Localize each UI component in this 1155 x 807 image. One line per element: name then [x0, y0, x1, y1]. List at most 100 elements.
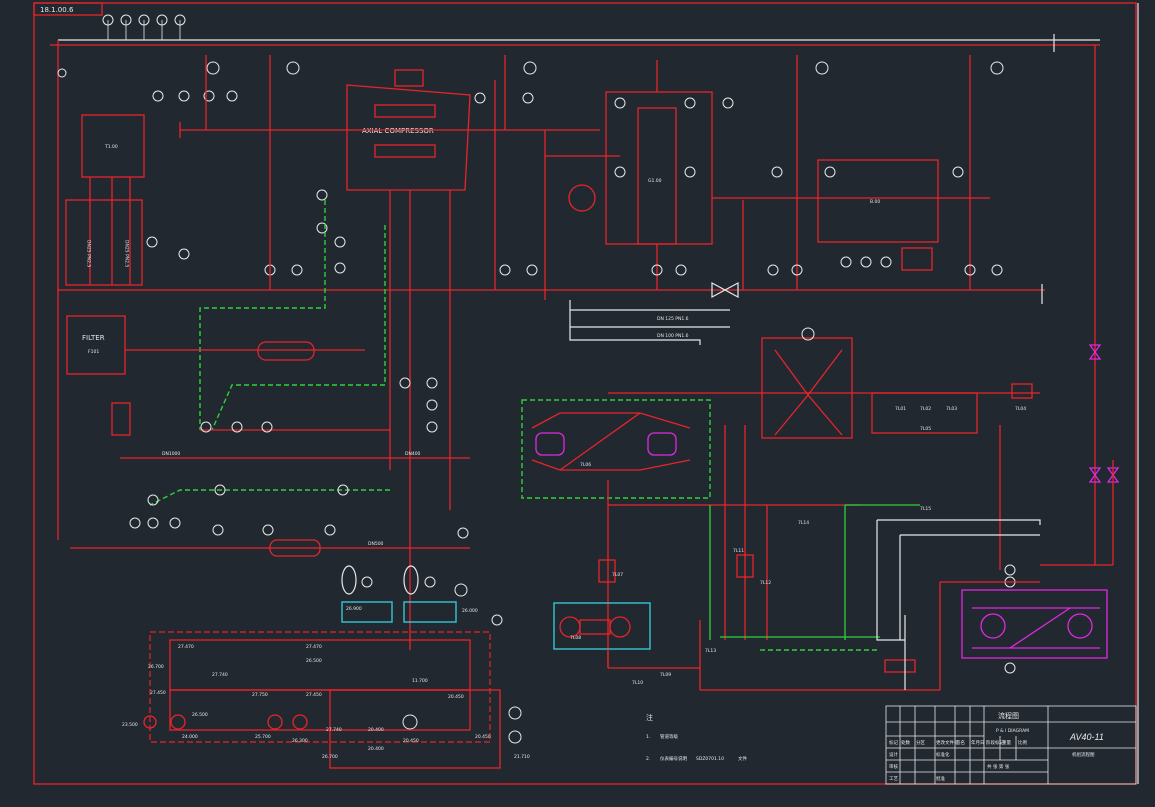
- svg-text:7L11: 7L11: [733, 548, 744, 554]
- gearbox-instruments: [614, 97, 734, 178]
- control-valve-block: [761, 337, 853, 439]
- svg-text:标记: 标记: [889, 739, 898, 746]
- sheet-border: [33, 2, 1137, 785]
- svg-text:文件: 文件: [738, 755, 747, 762]
- svg-text:7L14: 7L14: [798, 520, 809, 526]
- svg-text:7L06: 7L06: [580, 462, 591, 468]
- drawing-name: 流程图: [998, 711, 1019, 720]
- generator-instruments: [499, 61, 1004, 276]
- svg-text:23.500: 23.500: [122, 722, 138, 728]
- gearbox-tag: G1.00: [648, 178, 662, 184]
- svg-text:20.450: 20.450: [475, 734, 491, 740]
- heater-skid: [521, 399, 711, 499]
- svg-text:27.750: 27.750: [252, 692, 268, 698]
- svg-text:25.700: 25.700: [255, 734, 271, 740]
- generator-tag: B.00: [870, 199, 880, 205]
- svg-text:工艺: 工艺: [889, 776, 898, 782]
- oil-line-2: [211, 225, 386, 431]
- svg-text:27.450: 27.450: [150, 690, 166, 696]
- dn400-label: DN400: [405, 451, 421, 457]
- svg-text:7L01: 7L01: [895, 406, 906, 412]
- svg-text:27.470: 27.470: [178, 644, 194, 650]
- svg-text:7L15: 7L15: [920, 506, 931, 512]
- svg-text:签名: 签名: [956, 739, 965, 746]
- compressor-label: AXIAL COMPRESSOR: [362, 127, 434, 135]
- project-desc: 机组流程图: [1072, 751, 1095, 758]
- generator: [817, 159, 939, 243]
- svg-text:7L05: 7L05: [920, 426, 931, 432]
- svg-text:标准化: 标准化: [936, 751, 950, 758]
- svg-text:27.740: 27.740: [212, 672, 228, 678]
- sheet-label-box: [33, 2, 103, 16]
- steam-block: [961, 589, 1108, 659]
- accumulator-box-2: [403, 601, 457, 623]
- svg-text:仪表编号说明: 仪表编号说明: [660, 755, 687, 762]
- motor-unit: [81, 114, 145, 178]
- svg-text:比例: 比例: [1018, 739, 1027, 746]
- dn125-label: DN 125 PN1.6: [657, 316, 689, 322]
- title-block: 流程图 P & I DIAGRAM 标记 处数 分区 更改文件号 签名 年月日 …: [885, 705, 1137, 785]
- lower-left-instruments: [129, 377, 503, 626]
- tank-area-lower: [169, 689, 471, 731]
- svg-text:27.740: 27.740: [326, 727, 342, 733]
- svg-text:7L12: 7L12: [760, 580, 771, 586]
- svg-text:年月日: 年月日: [971, 739, 985, 746]
- svg-text:26.700: 26.700: [322, 754, 338, 760]
- svg-text:7L07: 7L07: [612, 572, 623, 578]
- svg-text:更改文件号: 更改文件号: [936, 739, 959, 746]
- svg-text:27.450: 27.450: [306, 692, 322, 698]
- svg-text:11.700: 11.700: [412, 678, 428, 684]
- reducer-symbol: [711, 281, 727, 299]
- elevation-tags: 27.470 27.470 26.700 26.500 27.740 27.75…: [122, 606, 530, 760]
- dn500-label: DN500: [368, 541, 384, 547]
- accumulator-box-1: [341, 601, 393, 623]
- pump-motor-box: [553, 602, 651, 650]
- left-line-label-1: DN25 PN2.5: [86, 240, 92, 267]
- svg-text:20.400: 20.400: [368, 746, 384, 752]
- dn1000-label: DN1000: [162, 451, 180, 457]
- cooler-2: [269, 539, 321, 557]
- oil-pump: [568, 184, 596, 212]
- svg-text:26.500: 26.500: [192, 712, 208, 718]
- svg-text:1.: 1.: [646, 734, 650, 740]
- svg-text:26.000: 26.000: [462, 608, 478, 614]
- axial-compressor: [346, 84, 471, 191]
- gearbox: [605, 91, 713, 245]
- svg-text:批准: 批准: [936, 775, 945, 782]
- dn100-label: DN 100 PN1.6: [657, 333, 689, 339]
- oil-tank: [329, 689, 501, 769]
- cooler-1: [257, 341, 315, 361]
- svg-text:20.450: 20.450: [403, 738, 419, 744]
- svg-text:处数: 处数: [901, 739, 910, 746]
- motor-tag: T1.00: [104, 144, 118, 150]
- svg-text:26.500: 26.500: [306, 658, 322, 664]
- svg-text:26.700: 26.700: [148, 664, 164, 670]
- compressor-instruments: [146, 61, 537, 276]
- svg-text:7L10: 7L10: [632, 680, 643, 686]
- svg-text:7L03: 7L03: [946, 406, 957, 412]
- svg-text:分区: 分区: [916, 739, 925, 746]
- oil-line-1: [199, 200, 326, 430]
- sheet-label: 18.1.00.6: [40, 6, 74, 14]
- left-gauge-1: [57, 68, 67, 78]
- svg-text:2.: 2.: [646, 756, 650, 762]
- svg-text:7L04: 7L04: [1015, 406, 1026, 412]
- svg-text:管道等级: 管道等级: [660, 733, 678, 740]
- svg-text:7L09: 7L09: [660, 672, 671, 678]
- filter: [66, 315, 126, 375]
- svg-text:重量: 重量: [1002, 739, 1011, 746]
- svg-text:7L02: 7L02: [920, 406, 931, 412]
- filter-label: FILTER: [82, 334, 105, 342]
- top-instrument-group: [102, 14, 186, 40]
- svg-text:阶段标记: 阶段标记: [986, 739, 1004, 746]
- oil-line-3: [149, 489, 390, 506]
- motor-skid: [65, 199, 143, 286]
- silencer: [111, 402, 131, 436]
- left-line-label-2: DN25 PN2.5: [124, 240, 130, 267]
- svg-text:SDZ0701.10: SDZ0701.10: [696, 756, 724, 762]
- svg-text:7L08: 7L08: [570, 635, 581, 641]
- svg-text:共 张 第 张: 共 张 第 张: [987, 763, 1010, 770]
- svg-text:审核: 审核: [889, 763, 898, 770]
- project-code: AV40-11: [1069, 732, 1104, 742]
